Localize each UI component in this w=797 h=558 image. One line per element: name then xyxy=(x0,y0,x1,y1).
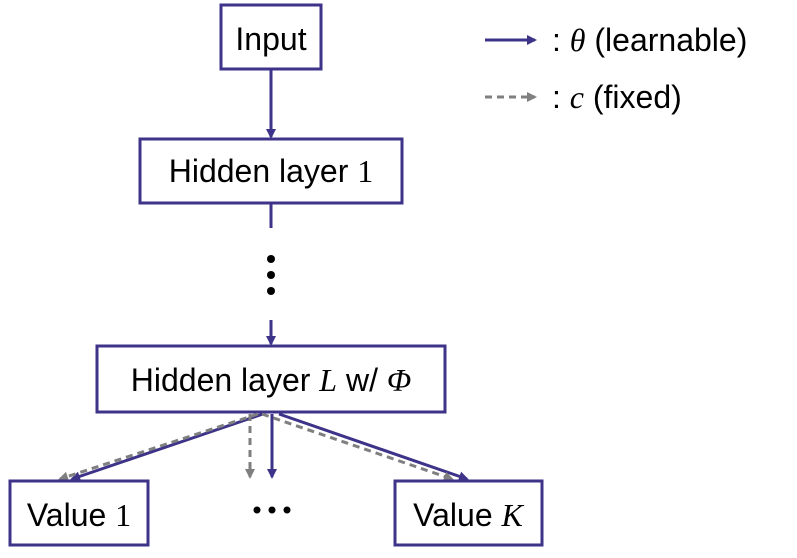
dashed-edge-to-value-K xyxy=(261,412,454,482)
solid-edge-to-value-1 xyxy=(70,412,264,482)
legend-fixed: : c (fixed) xyxy=(485,79,682,115)
legend-learnable: : θ (learnable) xyxy=(485,22,747,58)
solid-edge-to-value-K xyxy=(278,412,469,482)
vertical-ellipsis xyxy=(267,255,275,295)
hidden-layer-1-node: Hidden layer 1 xyxy=(138,137,404,205)
hidden-layer-L-node: Hidden layer L w/ Φ xyxy=(95,344,447,414)
legend: : θ (learnable) : c (fixed) xyxy=(485,22,747,115)
value-1-label: Value 1 xyxy=(27,497,131,533)
value-K-label: Value K xyxy=(413,497,524,533)
legend-learnable-label: : θ (learnable) xyxy=(552,22,747,58)
horizontal-ellipsis xyxy=(253,506,291,514)
hidden-layer-1-label: Hidden layer 1 xyxy=(169,153,374,189)
input-node: Input xyxy=(219,3,323,71)
input-label: Input xyxy=(235,21,306,57)
value-1-node: Value 1 xyxy=(8,479,150,547)
dashed-edge-to-value-1 xyxy=(58,412,259,482)
hidden-layer-L-label: Hidden layer L w/ Φ xyxy=(131,362,411,398)
legend-fixed-label: : c (fixed) xyxy=(552,79,682,115)
value-K-node: Value K xyxy=(393,479,544,547)
